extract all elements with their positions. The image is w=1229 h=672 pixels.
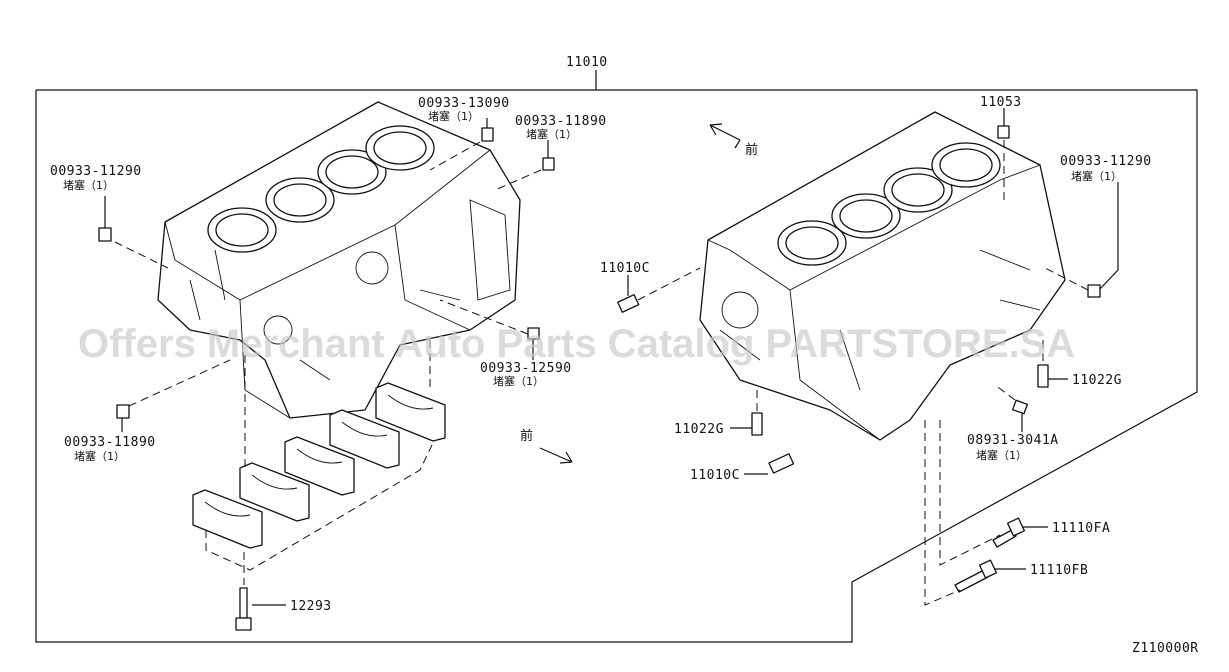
assembly-frame [35, 70, 1198, 643]
callout-11010C-lower: 11010C [690, 468, 740, 483]
callout-sub-00933-13090: 堵塞（1） [428, 109, 479, 123]
dowel-11010C-lower [768, 453, 795, 474]
callout-00933-11890-lower: 00933-11890 [64, 435, 156, 450]
plug-00933-11290-left [98, 227, 112, 242]
dowel-11022G-left [751, 412, 763, 436]
callout-sub-08931-3041A: 堵塞（1） [976, 448, 1027, 462]
bearing-cap-2 [239, 462, 310, 522]
callout-11110FA: 11110FA [1052, 521, 1110, 536]
callout-11022G-left: 11022G [674, 422, 724, 437]
callout-00933-11290-left: 00933-11290 [50, 164, 142, 179]
dowel-11022G-right [1037, 364, 1049, 388]
front-arrow-upper: 前 [709, 123, 758, 158]
svg-text:前: 前 [520, 428, 533, 444]
callout-00933-11290-right: 00933-11290 [1060, 154, 1152, 169]
figure-code: Z110000R [1132, 641, 1199, 656]
left-cylinder-block-illustration [157, 101, 521, 419]
callout-00933-12590: 00933-12590 [480, 361, 572, 376]
bolt-12293 [235, 552, 286, 631]
plug-08931-3041A [1012, 399, 1028, 415]
bearing-cap-5 [375, 382, 446, 442]
plug-00933-11890-lower [116, 404, 130, 419]
right-parts [617, 108, 1119, 606]
front-arrow-lower: 前 [520, 428, 573, 464]
callout-00933-13090: 00933-13090 [418, 96, 510, 111]
svg-text:前: 前 [745, 142, 758, 158]
plug-11053 [997, 125, 1010, 139]
callout-08931-3041A: 08931-3041A [967, 433, 1059, 448]
callout-12293: 12293 [290, 599, 332, 614]
bolt-11110FA [992, 517, 1048, 548]
plug-00933-13090 [481, 127, 494, 142]
assembly-number: 11010 [566, 55, 608, 70]
callout-sub-00933-11290-right: 堵塞（1） [1071, 169, 1122, 183]
callout-11110FB: 11110FB [1030, 563, 1088, 578]
plug-00933-11890-upper [542, 157, 555, 171]
watermark: Offers Merchant Auto Parts Catalog PARTS… [78, 322, 1075, 366]
bearing-cap-3 [284, 436, 355, 496]
main-bearing-caps [192, 340, 446, 571]
left-plugs [98, 118, 555, 432]
right-cylinder-block-illustration [699, 111, 1066, 441]
callout-00933-11890-upper: 00933-11890 [515, 114, 607, 129]
dowel-11010C-upper [617, 294, 640, 313]
callout-sub-00933-11290-left: 堵塞（1） [63, 178, 114, 192]
callout-sub-00933-11890-lower: 堵塞（1） [74, 449, 125, 463]
bearing-cap-1 [192, 489, 263, 549]
callout-11022G-right: 11022G [1072, 373, 1122, 388]
callout-11053: 11053 [980, 95, 1022, 110]
plug-00933-11290-right [1087, 284, 1101, 298]
callout-sub-00933-12590: 堵塞（1） [493, 374, 544, 388]
callout-11010C-upper: 11010C [600, 261, 650, 276]
bolt-11110FB [954, 559, 1026, 593]
bearing-cap-4 [329, 409, 400, 469]
callout-sub-00933-11890-upper: 堵塞（1） [526, 127, 577, 141]
